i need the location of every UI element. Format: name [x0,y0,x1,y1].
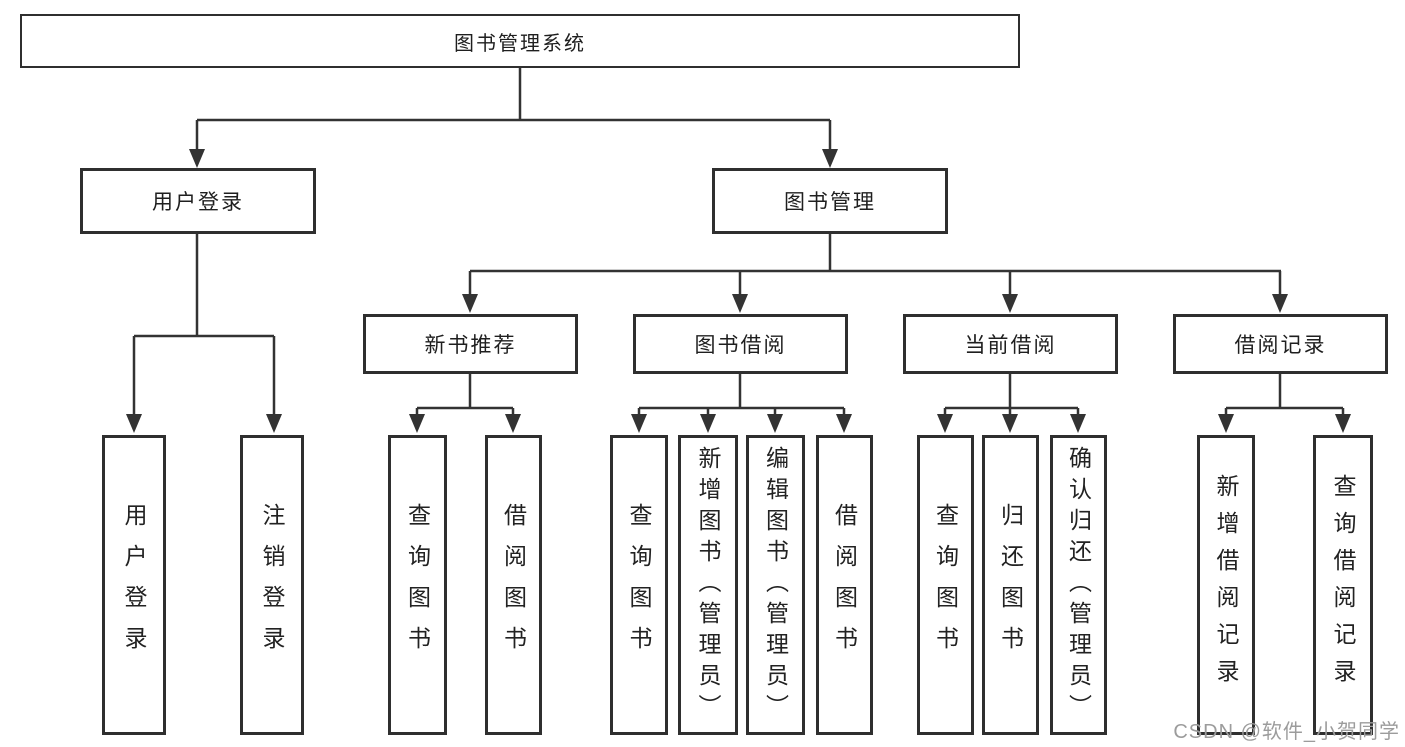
leaf-query-books-new-books: 查询图书 [388,435,447,735]
arrowhead-icon [409,414,425,433]
connector-root-to-level2 [189,68,838,168]
node-label: 图书管理 [784,191,876,214]
arrowhead-icon [1218,414,1234,433]
arrowhead-icon [505,414,521,433]
connector-new-books-subtree [409,374,521,433]
arrowhead-icon [266,414,282,433]
node-label: 注销登录 [259,503,285,667]
node-label: 新书推荐 [424,334,517,357]
csdn-watermark: CSDN @软件_小贺同学 [1173,721,1400,743]
leaf-return-books: 归还图书 [982,435,1039,735]
node-label: 新增借阅记录 [1213,474,1239,696]
node-label: 借阅图书 [831,503,858,667]
connector-book-management-to-level3 [462,234,1288,313]
node-label: 图书管理系统 [454,32,586,55]
node-library-management-system: 图书管理系统 [20,14,1020,68]
node-label: 查询图书 [626,503,652,667]
node-label: 图书借阅 [694,334,787,357]
connector-user-login-subtree [126,234,282,433]
leaf-logout: 注销登录 [240,435,304,735]
node-book-borrowing: 图书借阅 [633,314,848,374]
node-label: 编辑图书（管理员） [762,445,789,725]
leaf-edit-books-admin: 编辑图书（管理员） [746,435,805,735]
leaf-user-login: 用户登录 [102,435,166,735]
leaf-borrow-books-borrowing: 借阅图书 [816,435,873,735]
leaf-add-borrowing-record: 新增借阅记录 [1197,435,1255,735]
arrowhead-icon [1002,414,1018,433]
node-label: 当前借阅 [964,334,1057,357]
node-user-login: 用户登录 [80,168,316,234]
arrowhead-icon [836,414,852,433]
node-label: 用户登录 [121,503,147,667]
connector-borrowing-records-subtree [1218,374,1351,433]
node-book-management: 图书管理 [712,168,948,234]
arrowhead-icon [767,414,783,433]
arrowhead-icon [1272,294,1288,313]
arrowhead-icon [822,149,838,168]
node-label: 借阅记录 [1234,334,1327,357]
node-label: 借阅图书 [500,503,527,667]
leaf-query-books-current: 查询图书 [917,435,974,735]
connector-current-borrowing-subtree [937,374,1086,433]
leaf-query-borrowing-record: 查询借阅记录 [1313,435,1373,735]
node-label: 查询借阅记录 [1330,474,1356,696]
leaf-borrow-books-new-books: 借阅图书 [485,435,542,735]
arrowhead-icon [937,414,953,433]
arrowhead-icon [1335,414,1351,433]
connector-book-borrowing-subtree [631,374,852,433]
arrowhead-icon [189,149,205,168]
node-borrowing-records: 借阅记录 [1173,314,1388,374]
node-label: 归还图书 [997,503,1024,667]
node-label: 新增图书（管理员） [695,445,721,725]
leaf-query-books-borrowing: 查询图书 [610,435,668,735]
node-label: 查询图书 [932,503,959,667]
arrowhead-icon [1002,294,1018,313]
arrowhead-icon [631,414,647,433]
arrowhead-icon [462,294,478,313]
node-label: 用户登录 [152,191,244,214]
leaf-confirm-return-admin: 确认归还（管理员） [1050,435,1107,735]
node-label: 查询图书 [404,503,431,667]
arrowhead-icon [1070,414,1086,433]
leaf-add-books-admin: 新增图书（管理员） [678,435,738,735]
node-new-book-recommendation: 新书推荐 [363,314,578,374]
arrowhead-icon [732,294,748,313]
arrowhead-icon [126,414,142,433]
arrowhead-icon [700,414,716,433]
node-current-borrowing: 当前借阅 [903,314,1118,374]
node-label: 确认归还（管理员） [1065,445,1092,725]
